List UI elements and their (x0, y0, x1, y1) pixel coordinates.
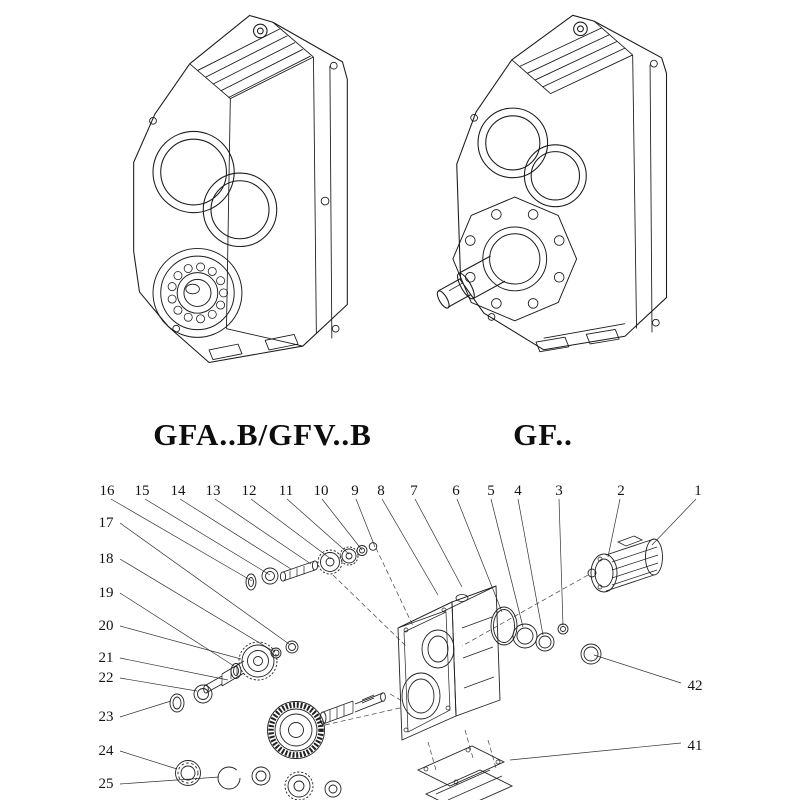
part-number-label: 24 (98, 743, 114, 759)
part-number-label: 12 (241, 483, 257, 499)
side-panels (543, 54, 653, 339)
gearbox-isometric-right (436, 14, 668, 353)
top-ribs (511, 20, 633, 94)
model-caption-right: GF.. (513, 417, 573, 452)
part-number-label: 6 (452, 483, 460, 499)
part-number-label: 23 (98, 709, 114, 725)
part-number-label: 14 (170, 483, 186, 499)
part-number-label: 2 (617, 483, 625, 499)
output-shaft (436, 255, 506, 309)
exploded-parts-diagram (110, 498, 697, 800)
housing-outline (133, 14, 348, 364)
model-caption-left: GFA..B/GFV..B (153, 417, 372, 452)
gasket-and-cover (416, 745, 514, 800)
output-bearing (152, 247, 243, 338)
part-number-label: 1 (694, 483, 702, 499)
part-number-label: 9 (351, 483, 359, 499)
part-number-label: 19 (98, 585, 114, 601)
part-number-label: 42 (687, 678, 703, 694)
part-number-label: 18 (98, 551, 114, 567)
gear-bores (152, 130, 330, 248)
part-number-label: 8 (377, 483, 385, 499)
part-number-label: 3 (555, 483, 563, 499)
input-shaft-parts (245, 542, 378, 591)
intermediate-shaft-parts (169, 640, 299, 713)
top-ribs (189, 21, 314, 99)
gear-bores (477, 107, 587, 208)
leader-lines (110, 498, 697, 785)
housing-outline (456, 14, 668, 351)
motor-unit (587, 535, 663, 593)
part-number-label: 15 (134, 483, 150, 499)
lifting-eye (253, 23, 268, 39)
motor-side-rings (490, 606, 602, 665)
part-number-label: 16 (99, 483, 115, 499)
part-number-label: 13 (205, 483, 221, 499)
corner-screws (470, 59, 660, 327)
part-number-label: 5 (487, 483, 495, 499)
part-number-label: 10 (313, 483, 329, 499)
part-number-label: 25 (98, 776, 114, 792)
part-number-label: 21 (98, 650, 114, 666)
corner-screws (149, 61, 340, 333)
mounting-feet (535, 329, 620, 353)
side-panels (226, 57, 333, 347)
bottom-bearing-parts (175, 760, 342, 800)
part-number-label: 7 (410, 483, 418, 499)
assembly-axis-lines (324, 547, 589, 771)
output-flange (452, 196, 578, 322)
gear-housing (397, 585, 501, 741)
mounting-feet (208, 334, 299, 361)
lifting-eye (573, 21, 588, 37)
gearbox-isometric-left (133, 14, 348, 364)
part-number-label: 41 (687, 738, 703, 754)
output-gear-and-shaft (267, 692, 386, 759)
part-number-label: 4 (514, 483, 522, 499)
part-number-label: 11 (278, 483, 294, 499)
part-number-label: 20 (98, 618, 114, 634)
part-number-label: 22 (98, 670, 114, 686)
part-number-label: 17 (98, 515, 114, 531)
